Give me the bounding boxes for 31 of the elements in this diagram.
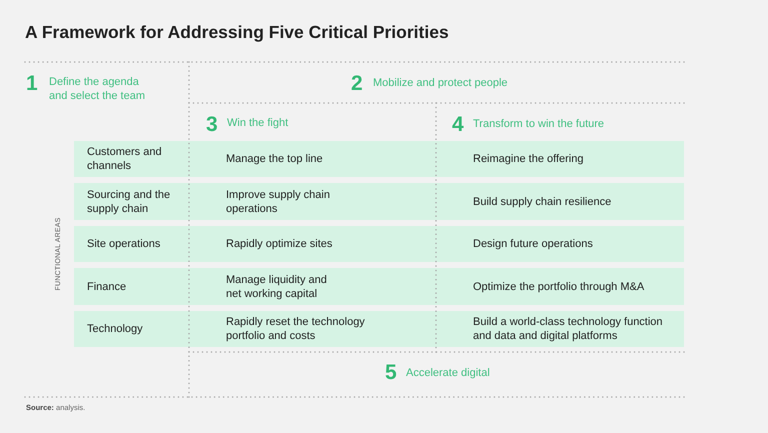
priority-action-text: Design future operations: [473, 237, 593, 251]
priority-action-text: Build a world-class technology function and data and digital platforms: [473, 315, 664, 343]
priority-row-band: [74, 141, 684, 177]
priority-heading: Transform to win the future: [473, 117, 604, 131]
priority-heading: Accelerate digital: [406, 366, 490, 380]
step-number: 4: [452, 114, 464, 135]
priority-heading: Mobilize and protect people: [373, 76, 508, 90]
step-number: 3: [206, 114, 218, 135]
functional-area-label: Technology: [87, 322, 143, 336]
priority-heading: Define the agenda and select the team: [49, 75, 146, 103]
priority-row-band: [74, 183, 684, 220]
priority-action-text: Rapidly optimize sites: [226, 237, 332, 251]
functional-area-label: Finance: [87, 280, 126, 294]
functional-area-label: Site operations: [87, 237, 160, 251]
priority-action-text: Build supply chain resilience: [473, 194, 612, 208]
priority-row-band: [74, 311, 684, 347]
priority-action-text: Manage liquidity and net working capital: [226, 272, 328, 300]
priority-action-text: Optimize the portfolio through M&A: [473, 280, 644, 294]
priority-action-text: Improve supply chain operations: [226, 188, 331, 216]
step-number: 2: [351, 73, 363, 94]
priority-action-text: Manage the top line: [226, 152, 323, 166]
functional-area-label: Sourcing and the supply chain: [87, 188, 172, 216]
priority-row-band: [74, 268, 684, 305]
step-number: 1: [26, 73, 38, 94]
priority-action-text: Rapidly reset the technology portfolio and costs: [226, 315, 366, 343]
priority-action-text: Reimagine the offering: [473, 152, 584, 166]
functional-area-label: Customers and channels: [87, 145, 163, 173]
priority-row-band: [74, 226, 684, 262]
step-number: 5: [385, 362, 397, 383]
diagram-title: A Framework for Addressing Five Critical Priorities: [25, 22, 449, 43]
priority-heading: Win the fight: [227, 116, 288, 130]
